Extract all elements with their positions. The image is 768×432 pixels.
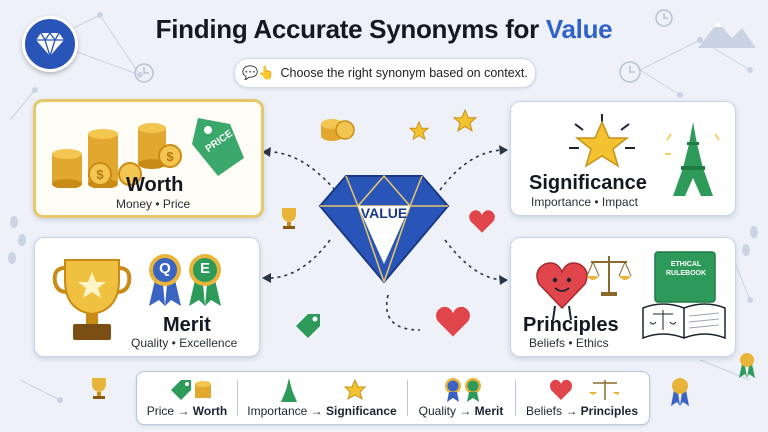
excellence-badge-icon [189, 254, 221, 306]
legend-item-worth: Price → Worth [137, 372, 237, 424]
card-merit-name: Merit [163, 314, 211, 336]
star-icon [408, 120, 430, 141]
star-icon [452, 108, 478, 132]
coin-stack-small-icon: $ [138, 123, 182, 169]
heart-icon [436, 306, 470, 337]
card-significance[interactable]: Significance Importance • Impact [510, 101, 736, 216]
medal-icon [739, 353, 755, 378]
legend-item-merit: Quality → Merit [407, 372, 515, 424]
badge-e-label: E [199, 260, 210, 277]
diamond-icon [36, 31, 64, 57]
eiffel-tower-icon [665, 122, 720, 196]
heart-character-icon [536, 262, 588, 321]
legend-merit-from: Quality [418, 404, 456, 418]
star-burst-icon [569, 114, 635, 168]
value-diamond [318, 174, 450, 284]
scales-icon [586, 256, 632, 296]
tower-star-icon [281, 378, 367, 402]
legend-significance-to: Significance [326, 404, 397, 418]
card-principles[interactable]: ETHICAL RULEBOOK Principles Beliefs • Et… [510, 237, 736, 357]
rulebook-icon [642, 251, 726, 340]
hint-text: Choose the right synonym based on contex… [280, 66, 528, 80]
trophy-icon [282, 208, 296, 229]
rulebook-title: ETHICAL RULEBOOK [665, 261, 707, 277]
badge-q-label: Q [159, 260, 171, 277]
card-significance-sub: Importance • Impact [531, 195, 638, 209]
svg-text:$: $ [96, 167, 104, 182]
legend-merit-to: Merit [474, 404, 504, 418]
legend-principles-from: Beliefs [525, 404, 562, 418]
trophy-icon [92, 378, 106, 399]
card-merit[interactable]: Q E Merit Quality • Excellence [34, 237, 260, 357]
price-tag-icon [192, 118, 244, 176]
price-tag-icon [296, 314, 320, 338]
hint-pill: 💬👆 Choose the right synonym based on con… [234, 58, 536, 88]
page-title: Finding Accurate Synonyms for Value [0, 14, 768, 45]
center-label: VALUE [360, 205, 408, 221]
card-worth-name: Worth [126, 174, 184, 196]
legend-item-principles: Beliefs → Principles [515, 372, 649, 424]
heart-icon [469, 210, 495, 233]
medal-icon [671, 378, 689, 406]
svg-text:$: $ [166, 149, 174, 164]
card-worth[interactable]: $ $ PRICE Worth Money • Price [33, 99, 264, 218]
coins-icon [321, 119, 355, 141]
legend-principles-to: Principles [580, 404, 639, 418]
title-prefix: Finding Accurate Synonyms for [155, 14, 546, 44]
trophy-icon [52, 259, 132, 340]
legend-worth-to: Worth [192, 404, 228, 418]
speech-hand-icon: 💬👆 [242, 65, 275, 80]
card-worth-sub: Money • Price [116, 197, 191, 211]
legend-item-significance: Importance → Significance [237, 372, 407, 424]
card-merit-sub: Quality • Excellence [131, 336, 238, 350]
legend-significance-from: Importance [247, 404, 308, 418]
quality-badge-icon [149, 254, 181, 306]
legend-worth-from: Price [146, 404, 175, 418]
tag-coins-icon [171, 380, 211, 400]
diamond-logo [22, 16, 78, 72]
synonym-legend: Price → Worth Importance → Significance … [136, 371, 650, 425]
card-principles-name: Principles [523, 314, 619, 336]
heart-scales-icon [550, 379, 619, 400]
qe-badges-icon [445, 378, 481, 402]
coin-stacks-icon: $ [52, 129, 142, 188]
card-significance-name: Significance [529, 172, 647, 194]
title-highlight: Value [545, 14, 613, 44]
card-principles-sub: Beliefs • Ethics [529, 336, 609, 350]
